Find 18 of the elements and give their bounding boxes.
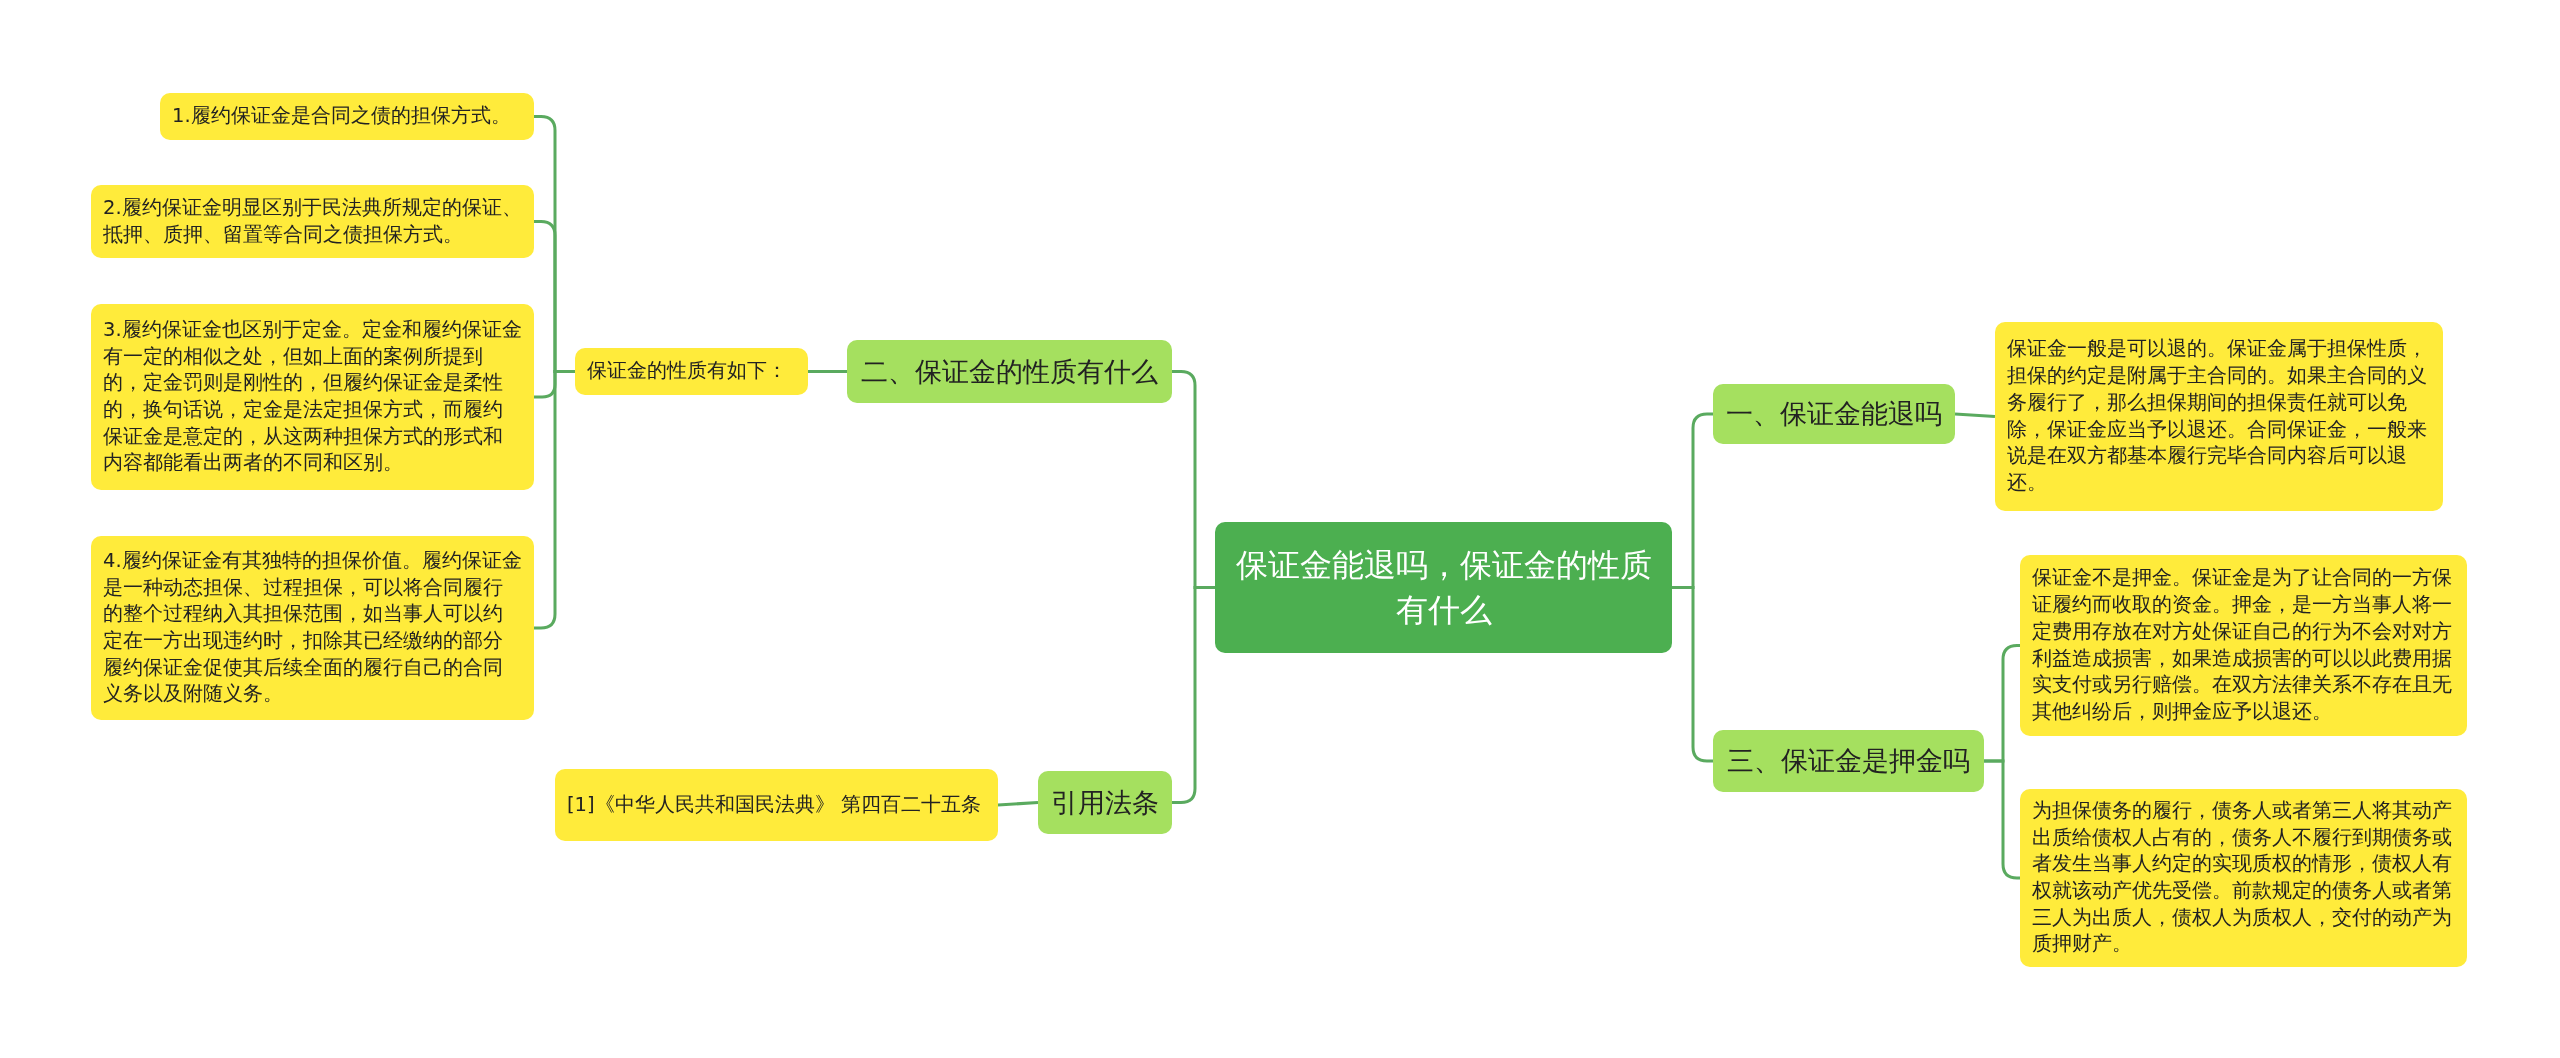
topic-box: 三、保证金是押金吗 xyxy=(1713,730,1984,792)
note-box: [1]《中华人民共和国民法典》 第四百二十五条 xyxy=(555,769,998,841)
connector-line xyxy=(534,370,575,630)
note-box: 保证金一般是可以退的。保证金属于担保性质，担保的约定是附属于主合同的。如果主合同的义务履行了，那么担保期间的担保责任就可以免除，保证金应当予以退还。合同保证金，一般来说是在双方都基本履行完毕合同内容后可以退还。 xyxy=(1995,322,2443,511)
connector-line xyxy=(808,370,847,373)
topic-box: 二、保证金的性质有什么 xyxy=(847,340,1172,403)
note-box: 保证金的性质有如下： xyxy=(575,348,808,395)
topic-box: 一、保证金能退吗 xyxy=(1713,384,1955,444)
note-box: 1.履约保证金是合同之债的担保方式。 xyxy=(160,93,534,140)
note-box: 保证金不是押金。保证金是为了让合同的一方保证履约而收取的资金。押金，是一方当事人将一定费用存放在对方处保证自己的行为不会对对方利益造成损害，如果造成损害的可以以此费用据实支付或另行赔偿。在双方法律关系不存在且无其他纠纷后，则押金应予以退还。 xyxy=(2020,555,2467,736)
note-box: 为担保债务的履行，债务人或者第三人将其动产出质给债权人占有的，债务人不履行到期债务或者发生当事人约定的实现质权的情形，债权人有权就该动产优先受偿。前款规定的债务人或者第三人为出质人，债权人为质权人，交付的动产为质押财产。 xyxy=(2020,789,2467,967)
central-topic-box: 保证金能退吗，保证金的性质有什么 xyxy=(1215,522,1672,653)
note-box: 2.履约保证金明显区别于民法典所规定的保证、抵押、质押、留置等合同之债担保方式。 xyxy=(91,185,534,258)
topic-box: 引用法条 xyxy=(1038,771,1172,834)
connector-line xyxy=(1954,412,1996,418)
note-box: 4.履约保证金有其独特的担保价值。履约保证金是一种动态担保、过程担保，可以将合同履行的整个过程纳入其担保范围，如当事人可以约定在一方出现违约时，扣除其已经缴纳的部分履约保证金促使其后续全面的履行自己的合同义务以及附随义务。 xyxy=(91,536,534,720)
connector-line xyxy=(997,801,1039,807)
note-box: 3.履约保证金也区别于定金。定金和履约保证金有一定的相似之处，但如上面的案例所提到的，定金罚则是刚性的，但履约保证金是柔性的，换句话说，定金是法定担保方式，而履约保证金是意定的，从这两种担保方式的形式和内容都能看出两者的不同和区别。 xyxy=(91,304,534,490)
